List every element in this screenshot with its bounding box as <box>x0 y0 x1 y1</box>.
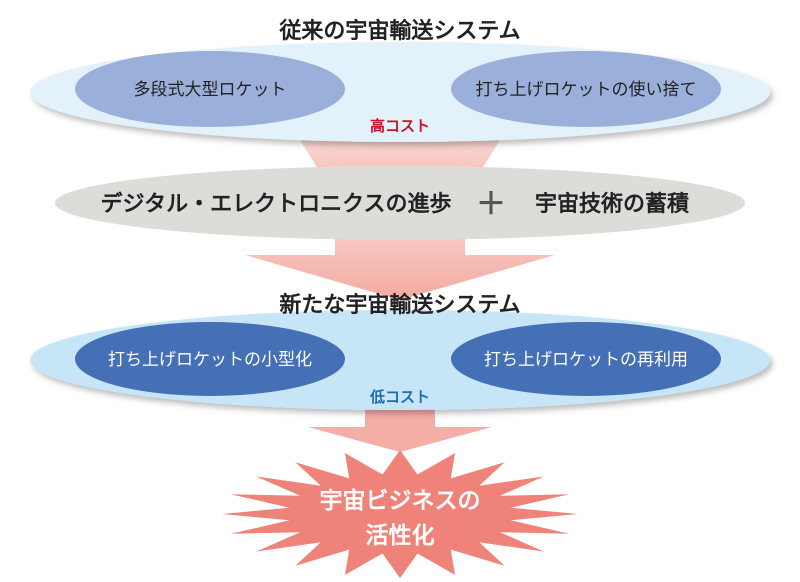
old-item-ellipse-2 <box>451 51 721 127</box>
new-item-1: 打ち上げロケットの小型化 <box>108 350 312 370</box>
arrow-old-to-drivers <box>300 140 500 172</box>
result-line-1: 宇宙ビジネスの <box>320 487 481 514</box>
old-item-2: 打ち上げロケットの使い捨て <box>476 79 697 100</box>
arrow-new-to-result <box>308 408 492 452</box>
old-system-title: 従来の宇宙輸送システム <box>278 18 520 44</box>
new-item-ellipse-1 <box>75 322 345 396</box>
driver-digital-electronics: デジタル・エレクトロニクスの進歩 <box>101 191 452 217</box>
driver-space-technology: 宇宙技術の蓄積 <box>535 191 690 217</box>
low-cost-label: 低コスト <box>369 388 430 406</box>
old-item-ellipse-1 <box>75 51 345 127</box>
new-item-2: 打ち上げロケットの再利用 <box>484 350 688 370</box>
result-line-2: 活性化 <box>366 522 435 549</box>
arrow-drivers-to-new <box>245 236 555 300</box>
new-system-title: 新たな宇宙輸送システム <box>279 292 520 318</box>
new-item-ellipse-2 <box>451 322 721 396</box>
drivers-ellipse <box>55 166 745 240</box>
result-starburst <box>222 450 578 578</box>
old-item-1: 多段式大型ロケット <box>134 80 287 100</box>
plus-icon: ＋ <box>476 187 506 222</box>
high-cost-label: 高コスト <box>370 117 430 135</box>
